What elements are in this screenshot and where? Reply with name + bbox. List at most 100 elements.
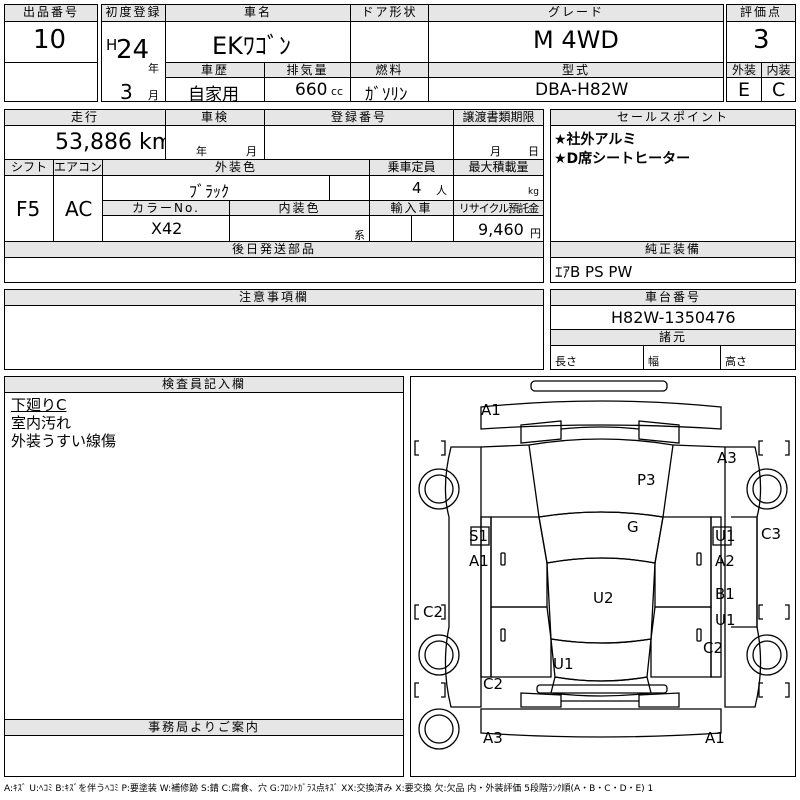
car-name-header: 車名 — [165, 4, 351, 22]
displacement-unit: cc — [331, 85, 344, 98]
chassis-no-cell: H82W-1350476 — [550, 305, 796, 330]
score-value: 3 — [753, 25, 770, 55]
import-cell-right — [411, 215, 454, 242]
aircon-header: エアコン — [53, 159, 103, 176]
fuel-cell: ｶﾞｿﾘﾝ — [350, 77, 429, 102]
model-code-value: DBA-H82W — [535, 80, 629, 100]
reg-month-value: 3 — [120, 80, 133, 102]
length-cell: 長さ — [550, 345, 644, 370]
damage-mark: C2 — [423, 603, 444, 621]
color-no-header: カラーNo. — [102, 200, 230, 216]
capacity-header: 乗車定員 — [369, 159, 454, 176]
recycle-header: リサイクル預託金 — [453, 200, 544, 216]
damage-mark: B1 — [715, 585, 735, 603]
mileage-header: 走行 — [4, 109, 166, 126]
door-type-cell — [350, 21, 429, 63]
max-load-cell: kg — [453, 175, 544, 201]
genuine-equip-cell: ｴｱB PS PW — [550, 257, 796, 283]
width-label: 幅 — [648, 355, 659, 368]
int-color-header: 内装色 — [229, 200, 370, 216]
inspector-notes-cell: 下廻りC 室内汚れ 外装うすい線傷 — [4, 392, 404, 720]
ext-color-extra-cell — [329, 175, 370, 201]
height-cell: 高さ — [720, 345, 796, 370]
lot-no-blank-cell — [4, 62, 98, 102]
damage-mark: C3 — [761, 525, 782, 543]
grade-value: M 4WD — [533, 26, 619, 54]
capacity-unit: 人 — [436, 184, 447, 197]
damage-mark: A2 — [715, 552, 735, 570]
grade-header: グレード — [428, 4, 724, 22]
capacity-cell: 4 人 — [369, 175, 454, 201]
sales-points-cell: ★社外アルミ ★D席シートヒーター — [550, 125, 796, 242]
office-cell — [4, 735, 404, 777]
history-value: 自家用 — [188, 85, 239, 102]
legend-text: A:ｷｽﾞ U:ﾍｺﾐ B:ｷｽﾞを伴うﾍｺﾐ P:要塗装 W:補修跡 S:錆 … — [4, 784, 654, 794]
lot-no-value: 10 — [33, 25, 67, 55]
recycle-unit: 円 — [530, 227, 541, 240]
displacement-cell: 660 cc — [264, 77, 351, 102]
damage-mark: A3 — [717, 449, 737, 467]
fuel-value: ｶﾞｿﾘﾝ — [365, 85, 408, 102]
lot-no-cell: 10 — [4, 21, 98, 63]
width-cell: 幅 — [643, 345, 721, 370]
aircon-cell: AC — [53, 175, 103, 242]
inspector-note-item: 下廻りC — [11, 396, 67, 414]
displacement-header: 排気量 — [264, 62, 351, 78]
transfer-day-unit: 日 — [528, 145, 539, 158]
displacement-value: 660 — [295, 80, 328, 100]
notes-header: 注意事項欄 — [4, 289, 544, 306]
sales-point-item: ★D席シートヒーター — [554, 151, 691, 167]
later-parts-cell — [4, 257, 544, 283]
inspection-cell: 年 月 — [165, 125, 265, 160]
car-damage-diagram: A1 A3 P3 G S1 A1 U1 A2 C3 U2 B1 U1 C2 C2… — [410, 376, 796, 777]
import-cell-left — [369, 215, 412, 242]
mileage-cell: 53,886 km — [4, 125, 166, 160]
grade-cell: M 4WD — [428, 21, 724, 63]
mileage-unit: km — [139, 130, 165, 155]
reg-month-unit: 月 — [148, 89, 159, 102]
damage-mark: A1 — [481, 401, 501, 419]
color-no-cell: X42 — [102, 215, 230, 242]
exterior-value: E — [738, 79, 751, 101]
damage-mark: U1 — [715, 611, 736, 629]
chassis-no-value: H82W-1350476 — [611, 308, 736, 327]
damage-mark: U2 — [593, 589, 614, 607]
notes-cell — [4, 305, 544, 370]
model-code-cell: DBA-H82W — [428, 77, 724, 102]
import-header: 輸入車 — [369, 200, 454, 216]
genuine-equip-header: 純正装備 — [550, 241, 796, 258]
interior-value: C — [772, 79, 786, 101]
damage-mark: U1 — [715, 527, 736, 545]
reg-year-unit: 年 — [148, 62, 159, 75]
reg-year-value: 24 — [116, 35, 150, 65]
era-mark: H — [106, 36, 118, 54]
score-cell: 3 — [726, 21, 796, 63]
inspector-note-item: 室内汚れ — [11, 414, 72, 432]
sales-point-item: ★社外アルミ — [554, 132, 637, 148]
shift-cell: F5 — [4, 175, 54, 242]
inspection-month-unit: 月 — [246, 145, 257, 158]
int-color-unit: 系 — [354, 229, 365, 242]
damage-mark: G — [627, 518, 639, 536]
model-code-header: 型式 — [428, 62, 724, 78]
height-label: 高さ — [725, 355, 747, 368]
dimensions-header: 諸元 — [550, 329, 796, 346]
score-header: 評価点 — [726, 4, 796, 22]
recycle-value: 9,460 — [478, 220, 524, 239]
car-outline-svg — [414, 380, 790, 750]
damage-mark: C2 — [483, 675, 504, 693]
history-header: 車歴 — [165, 62, 265, 78]
shift-value: F5 — [16, 197, 41, 221]
inspection-header: 車検 — [165, 109, 265, 126]
mileage-value: 53,886 — [55, 130, 132, 155]
aircon-value: AC — [65, 197, 93, 221]
genuine-equip-value: ｴｱB PS PW — [555, 263, 633, 281]
inspector-header: 検査員記入欄 — [4, 376, 404, 393]
shift-header: シフト — [4, 159, 54, 176]
ext-color-value: ﾌﾞﾗｯｸ — [189, 182, 230, 201]
car-name-value: EKﾜｺﾞﾝ — [212, 32, 291, 60]
inspection-year-unit: 年 — [196, 145, 207, 158]
transfer-month-unit: 月 — [490, 145, 501, 158]
sales-points-header: セールスポイント — [550, 109, 796, 126]
damage-mark: S1 — [469, 527, 489, 545]
